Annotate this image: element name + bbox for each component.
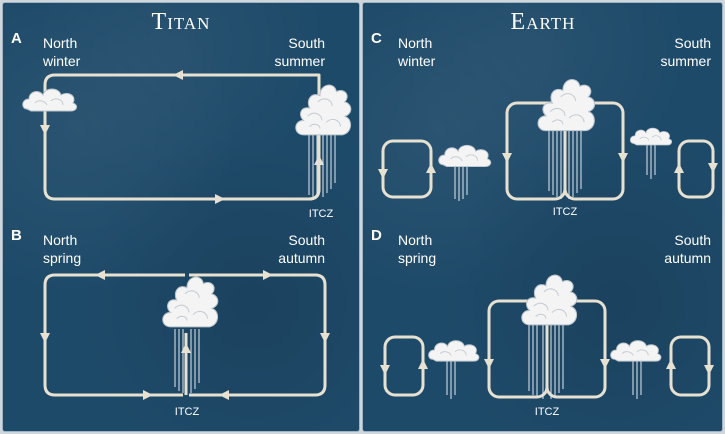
panel-b-itcz-cloud <box>162 276 219 328</box>
panel-c-south-cloud <box>629 127 673 146</box>
panel-a-south-label-2: summer <box>274 53 325 69</box>
panel-a-south-label-1: South <box>288 35 325 51</box>
panel-c-letter: C <box>371 30 382 47</box>
titan-panel: Titan A North winter South summer ITCZ B… <box>2 2 360 432</box>
panel-d-letter: D <box>371 227 382 244</box>
panel-a-north-label-1: North <box>43 35 77 51</box>
panel-d-south-label-2: autumn <box>664 250 711 266</box>
panel-a-north-label-2: winter <box>42 53 81 69</box>
panel-b-north-label-2: spring <box>43 250 81 266</box>
panel-c-north-label-1: North <box>398 35 432 51</box>
earth-title: Earth <box>511 9 576 35</box>
panel-d-itcz-label: ITCZ <box>535 406 560 418</box>
panel-d-north-label-1: North <box>398 232 432 248</box>
panel-b-north-label-1: North <box>43 232 77 248</box>
panel-b-south-label-2: autumn <box>278 250 325 266</box>
panel-b-letter: B <box>11 227 22 244</box>
panel-c-itcz-label: ITCZ <box>553 206 578 218</box>
panel-d-north-label-2: spring <box>398 250 436 266</box>
panel-b-itcz-label: ITCZ <box>175 406 200 418</box>
panel-d-south-cloud <box>610 340 662 362</box>
panel-a-letter: A <box>11 30 22 47</box>
panel-c-rain <box>454 131 656 201</box>
panel-d-rain <box>446 325 642 399</box>
panel-c-north-cloud <box>438 144 492 168</box>
titan-title: Titan <box>152 9 211 35</box>
panel-a-itcz-rain <box>308 133 336 197</box>
panel-c-north-label-2: winter <box>397 53 436 69</box>
panel-c-itcz-cloud <box>537 78 596 132</box>
earth-diagram: Earth C North winter South summer IT <box>371 9 718 418</box>
panel-b-itcz-rain <box>174 329 200 393</box>
panel-a-itcz-label: ITCZ <box>309 208 334 220</box>
panel-c-south-label-2: summer <box>660 53 711 69</box>
panel-d-south-label-1: South <box>674 232 711 248</box>
panel-c-south-label-1: South <box>674 35 711 51</box>
panel-d-itcz-cloud <box>521 274 578 326</box>
panel-b-south-label-1: South <box>288 232 325 248</box>
titan-diagram: Titan A North winter South summer ITCZ B… <box>11 9 352 418</box>
panel-a-circulation-cell <box>40 70 324 204</box>
panel-a-north-cloud <box>22 88 78 112</box>
earth-panel: Earth C North winter South summer IT <box>362 2 723 432</box>
panel-a-itcz-cloud <box>295 84 352 136</box>
panel-d-north-cloud <box>428 340 480 362</box>
panel-c-circulation-cells <box>378 101 718 201</box>
